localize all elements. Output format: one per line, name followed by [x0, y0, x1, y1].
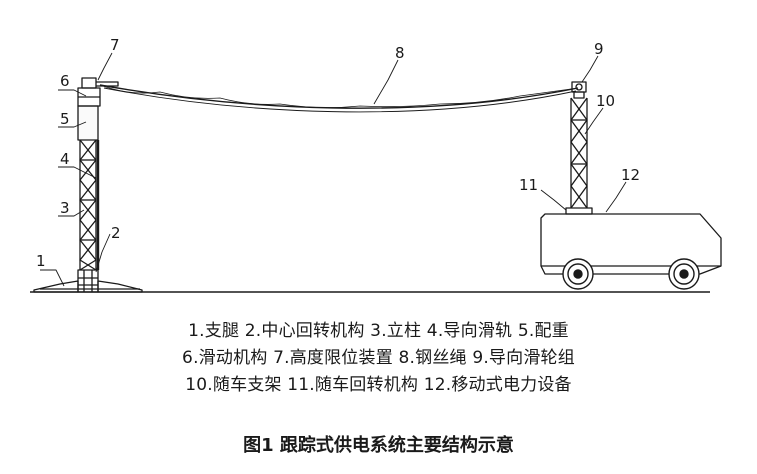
guide-pulley-set	[571, 81, 587, 99]
callout-12: 12	[621, 166, 640, 184]
callout-5: 5	[60, 110, 70, 128]
callout-6: 6	[60, 72, 70, 90]
callout-labels: 1 2 3 4 5 6 7 8 9 10 11 12	[36, 36, 640, 270]
callout-8: 8	[395, 44, 405, 62]
vehicle-wheels	[562, 258, 700, 290]
callout-10: 10	[596, 92, 615, 110]
wire-rope	[99, 84, 579, 113]
column-mast	[79, 139, 97, 271]
center-slewing-mechanism	[77, 269, 99, 293]
callout-11: 11	[519, 176, 538, 194]
sliding-mechanism	[77, 87, 101, 107]
callout-3: 3	[60, 199, 70, 217]
leader-lines	[40, 52, 627, 287]
callout-1: 1	[36, 252, 46, 270]
legend-line-2: 6.滑动机构 7.高度限位装置 8.钢丝绳 9.导向滑轮组	[182, 348, 575, 368]
figure-caption: 图1 跟踪式供电系统主要结构示意	[243, 435, 514, 456]
vehicle-slewing-mechanism	[565, 207, 593, 215]
callout-7: 7	[110, 36, 120, 54]
callout-9: 9	[594, 40, 604, 58]
callout-2: 2	[111, 224, 121, 242]
counterweight	[77, 105, 99, 141]
system-structure-diagram: 1 2 3 4 5 6 7 8 9 10 11 12	[30, 36, 722, 293]
support-legs	[33, 280, 143, 293]
legend-line-1: 1.支腿 2.中心回转机构 3.立柱 4.导向滑轨 5.配重	[188, 321, 569, 341]
callout-4: 4	[60, 150, 70, 168]
vehicle-mounted-support	[570, 97, 588, 209]
legend-line-3: 10.随车支架 11.随车回转机构 12.移动式电力设备	[185, 375, 572, 395]
